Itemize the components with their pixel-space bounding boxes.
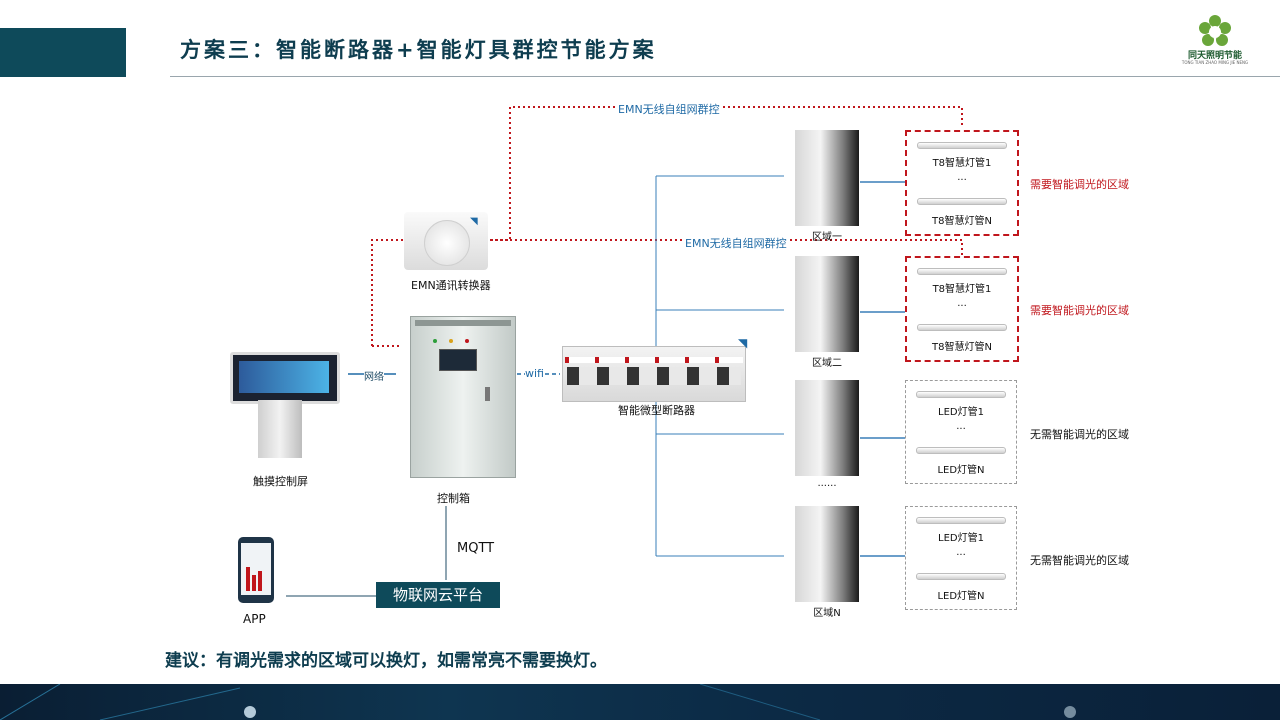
lamp-group-box: LED灯管1 ... LED灯管N xyxy=(905,506,1017,610)
touch-screen-display xyxy=(230,352,340,404)
zone-photo xyxy=(795,380,859,476)
zone-photo xyxy=(795,256,859,352)
lamp-bottom-label: LED灯管N xyxy=(937,591,985,602)
lamp-bottom-label: T8智慧灯管N xyxy=(932,342,992,353)
control-box-label: 控制箱 xyxy=(437,492,470,505)
emn-converter-device: ◥ xyxy=(404,212,488,270)
zone-note: 需要智能调光的区域 xyxy=(1030,304,1129,317)
lamp-tube-top xyxy=(917,268,1007,275)
lamp-top-label: LED灯管1 xyxy=(938,407,984,418)
emn-top-line xyxy=(371,106,963,346)
lamp-bottom-label: LED灯管N xyxy=(937,465,985,476)
lamp-group-box: T8智慧灯管1 ... T8智慧灯管N xyxy=(905,256,1019,362)
control-box-cabinet xyxy=(410,316,516,478)
iot-cloud-platform: 物联网云平台 xyxy=(376,582,500,608)
lamp-tube-bottom xyxy=(916,447,1006,454)
lamp-tube-top xyxy=(916,391,1006,398)
lamp-group-box: T8智慧灯管1 ... T8智慧灯管N xyxy=(905,130,1019,236)
suggestion-text: 建议：有调光需求的区域可以换灯，如需常亮不需要换灯。 xyxy=(165,651,607,671)
emn-group-label-top: EMN无线自组网群控 xyxy=(616,101,722,117)
lamp-tube-bottom xyxy=(917,198,1007,205)
lamp-tube-bottom xyxy=(916,573,1006,580)
app-label: APP xyxy=(243,612,266,626)
emn-mid-line xyxy=(490,239,963,258)
lamp-tube-bottom xyxy=(917,324,1007,331)
lamp-top-label: T8智慧灯管1 xyxy=(932,158,992,169)
phone-device xyxy=(238,537,274,603)
header-divider xyxy=(170,76,1280,77)
lamp-ellipsis: ... xyxy=(957,172,967,183)
lamp-tube-top xyxy=(916,517,1006,524)
wifi-signal-icon: ◥ xyxy=(470,216,478,227)
lamp-ellipsis: ... xyxy=(956,547,966,558)
lamp-tube-top xyxy=(917,142,1007,149)
logo-flower-icon xyxy=(1199,15,1231,46)
network-label: 网络 xyxy=(364,368,384,383)
logo-subtext: TONG TIAN ZHAO MING JIE NENG xyxy=(1181,60,1249,65)
zone-note: 无需智能调光的区域 xyxy=(1030,428,1129,441)
header-accent-block xyxy=(0,28,126,77)
page-title: 方案三：智能断路器+智能灯具群控节能方案 xyxy=(180,38,657,62)
emn-converter-label: EMN通讯转换器 xyxy=(411,279,491,292)
lamp-top-label: T8智慧灯管1 xyxy=(932,284,992,295)
micro-breaker-label: 智能微型断路器 xyxy=(618,404,695,417)
zone-photo xyxy=(795,506,859,602)
wifi-label: wifi xyxy=(525,367,544,380)
emn-group-label-mid: EMN无线自组网群控 xyxy=(683,235,789,251)
zone-name: 区域二 xyxy=(812,358,842,369)
logo-text: 同天照明节能 xyxy=(1187,51,1242,61)
touch-screen-stand xyxy=(258,400,302,458)
mqtt-label: MQTT xyxy=(457,541,495,556)
zone-name: 区域N xyxy=(813,608,841,619)
lamp-top-label: LED灯管1 xyxy=(938,533,984,544)
touch-screen-label: 触摸控制屏 xyxy=(253,475,308,488)
zone-note: 无需智能调光的区域 xyxy=(1030,554,1129,567)
footer-banner xyxy=(0,684,1280,720)
lamp-ellipsis: ... xyxy=(957,298,967,309)
lamp-ellipsis: ... xyxy=(956,421,966,432)
lamp-group-box: LED灯管1 ... LED灯管N xyxy=(905,380,1017,484)
zone-photo xyxy=(795,130,859,226)
zone-name: 区域一 xyxy=(812,232,842,243)
lamp-bottom-label: T8智慧灯管N xyxy=(932,216,992,227)
micro-breaker-device xyxy=(562,346,746,402)
breaker-wifi-icon: ◥ xyxy=(738,336,748,350)
zone-note: 需要智能调光的区域 xyxy=(1030,178,1129,191)
zone-name: ...... xyxy=(817,478,837,489)
